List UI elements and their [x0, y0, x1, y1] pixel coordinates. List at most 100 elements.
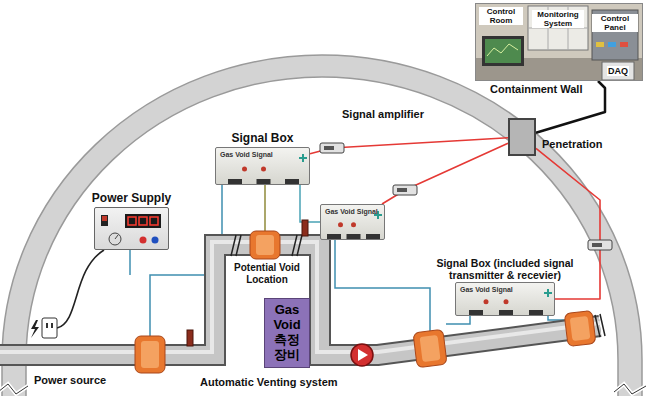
drawing-part	[125, 214, 161, 228]
signal-cable	[382, 143, 508, 204]
drawing-part	[140, 237, 147, 244]
drawing-part	[614, 384, 646, 394]
power-source-label: Power source	[34, 374, 106, 387]
drawing-part	[231, 235, 241, 256]
drawing-part	[592, 243, 602, 247]
drawing-part	[351, 344, 373, 366]
drawing-part	[324, 146, 334, 150]
pump-symbol	[351, 344, 373, 366]
drawing-part	[413, 329, 447, 367]
drawing-part	[31, 320, 39, 338]
drawing-part	[141, 341, 159, 368]
drawing-part	[129, 250, 131, 275]
void-sensors	[135, 231, 596, 373]
drawing-part	[592, 10, 638, 60]
void-location-label: Potential Void Location	[226, 262, 308, 285]
drawing-part	[366, 234, 380, 239]
drawing-part	[257, 179, 271, 184]
power-supply-box: Power Supply	[94, 207, 169, 250]
measurement-device-label: Gas Void 측정 장비	[265, 303, 309, 363]
penetration-box: Penetration	[508, 118, 536, 156]
drawing-part	[109, 233, 121, 245]
drawing-part	[570, 316, 591, 341]
signal-box-heading: Signal Box	[231, 132, 293, 146]
drawing-part	[264, 185, 266, 231]
drawing-part	[351, 222, 356, 227]
drawing-part	[57, 250, 104, 328]
drawing-part	[150, 217, 158, 225]
control-room-label: Control Room	[479, 7, 523, 25]
amplifier-label: Signal amplifier	[342, 108, 424, 121]
drawing-part	[544, 289, 552, 297]
signal-amplifier-symbol	[320, 143, 612, 250]
drawing-part	[242, 166, 247, 171]
control-room-box: Monitoring System Control Room Control Pan…	[475, 3, 643, 81]
drawing-part	[548, 316, 566, 320]
drawing-part	[51, 323, 53, 328]
power-supply-panel	[95, 208, 168, 249]
signal-box: Signal BoxGas Void Signal	[215, 147, 310, 185]
drawing-part	[528, 6, 588, 50]
drawing-part	[620, 42, 628, 47]
drawing-part	[338, 222, 343, 227]
drawing-part	[152, 237, 159, 244]
drawing-part	[139, 217, 147, 225]
drawing-part	[499, 310, 513, 315]
drawing-part	[529, 310, 543, 315]
drawing-part	[588, 240, 612, 250]
drawing-part	[327, 234, 341, 239]
penetration-label: Penetration	[542, 138, 603, 151]
drawing-part	[596, 42, 604, 47]
drawing-part	[115, 235, 118, 239]
device-caption: Gas Void Signal	[460, 286, 513, 294]
drawing-part	[0, 384, 28, 394]
drawing-part	[564, 310, 596, 346]
drawing-part	[393, 185, 417, 195]
drawing-part	[595, 314, 605, 337]
drawing-part	[446, 316, 470, 324]
monitoring-label: Monitoring System	[532, 10, 584, 28]
drawing-part	[484, 299, 489, 304]
drawing-part	[504, 299, 509, 304]
drawing-part	[135, 336, 165, 373]
device-caption: Gas Void Signal	[220, 151, 273, 159]
drawing-part	[46, 323, 48, 328]
daq-label: DAQ	[607, 66, 629, 76]
venting-label: Automatic Venting system	[200, 376, 338, 389]
drawing-part	[256, 235, 274, 255]
drawing-part	[292, 235, 302, 256]
drawing-part	[397, 188, 407, 192]
drawing-part	[102, 216, 107, 221]
drawing-part	[228, 179, 242, 184]
drawing-part	[487, 44, 518, 56]
drawing-part	[299, 154, 307, 162]
drawing-part	[564, 310, 596, 346]
power-outlet	[31, 318, 57, 338]
signal-box: Signal Box (included signal transmitter …	[455, 282, 555, 316]
drawing-part	[469, 310, 483, 315]
drawing-part	[347, 234, 361, 239]
signal-box-heading: Signal Box (included signal transmitter …	[420, 257, 590, 281]
drawing-part	[302, 220, 308, 236]
control-panel-label: Control Panel	[592, 14, 638, 32]
drawing-part	[250, 231, 280, 259]
drawing-part	[285, 179, 299, 184]
drawing-part	[261, 166, 266, 171]
device-caption: Gas Void Signal	[325, 208, 378, 216]
drawing-part	[528, 6, 588, 50]
wall-label: Containment Wall	[490, 83, 582, 96]
drawing-part	[413, 329, 447, 367]
drawing-part	[42, 318, 57, 338]
drawing-part	[101, 215, 108, 226]
drawing-part	[614, 384, 646, 394]
drawing-part	[420, 335, 441, 362]
drawing-part	[335, 240, 430, 331]
power-supply-heading: Power Supply	[92, 192, 171, 206]
drawing-part	[485, 39, 521, 63]
drawing-part	[187, 330, 193, 346]
drawing-part	[358, 349, 368, 361]
drawing-part	[482, 36, 524, 66]
drawing-part	[0, 384, 28, 394]
